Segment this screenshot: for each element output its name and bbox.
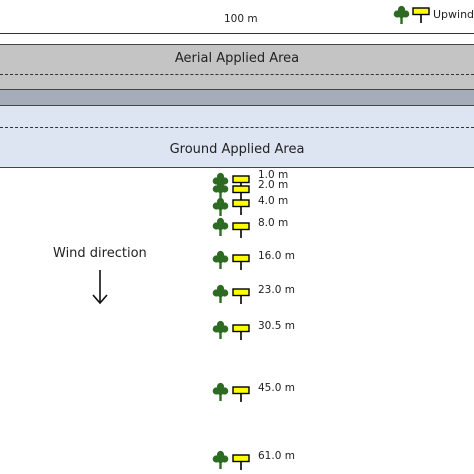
station-distance-label: 2.0 m	[258, 179, 289, 191]
ground-area-label: Ground Applied Area	[169, 142, 305, 157]
scale-line	[0, 33, 474, 34]
sampler-icon	[232, 454, 250, 470]
sampler-icon	[232, 254, 250, 270]
legend-label: Upwind	[433, 8, 474, 21]
sampler-icon	[232, 324, 250, 340]
wind-direction-label: Wind direction	[53, 246, 147, 261]
station-distance-label: 61.0 m	[258, 450, 295, 462]
tree-icon	[212, 450, 229, 469]
tree-icon	[212, 250, 229, 269]
aerial-area-label: Aerial Applied Area	[174, 51, 300, 66]
sampler-icon	[232, 222, 250, 238]
tree-icon	[393, 5, 410, 24]
tree-icon	[212, 217, 229, 236]
sampler-icon	[412, 7, 430, 23]
station-distance-label: 4.0 m	[258, 195, 289, 207]
buffer-band	[0, 90, 474, 106]
ground-applied-area	[0, 134, 474, 168]
station-distance-label: 30.5 m	[258, 320, 295, 332]
sampler-icon	[232, 288, 250, 304]
tree-icon	[212, 180, 229, 199]
station-distance-label: 16.0 m	[258, 250, 295, 262]
sampler-icon	[232, 386, 250, 402]
sampler-icon	[232, 199, 250, 215]
tree-icon	[212, 197, 229, 216]
tree-icon	[212, 382, 229, 401]
station-distance-label: 45.0 m	[258, 382, 295, 394]
wind-direction-arrow-icon	[92, 270, 108, 305]
tree-icon	[212, 320, 229, 339]
aerial-dashed-line	[0, 74, 474, 75]
aerial-applied-area	[0, 44, 474, 90]
tree-icon	[212, 284, 229, 303]
station-distance-label: 8.0 m	[258, 217, 289, 229]
ground-band-upper	[0, 106, 474, 134]
station-distance-label: 1.0 m	[258, 169, 289, 181]
station-distance-label: 23.0 m	[258, 284, 295, 296]
scale-label: 100 m	[224, 13, 258, 25]
ground-dashed-line	[0, 127, 474, 128]
